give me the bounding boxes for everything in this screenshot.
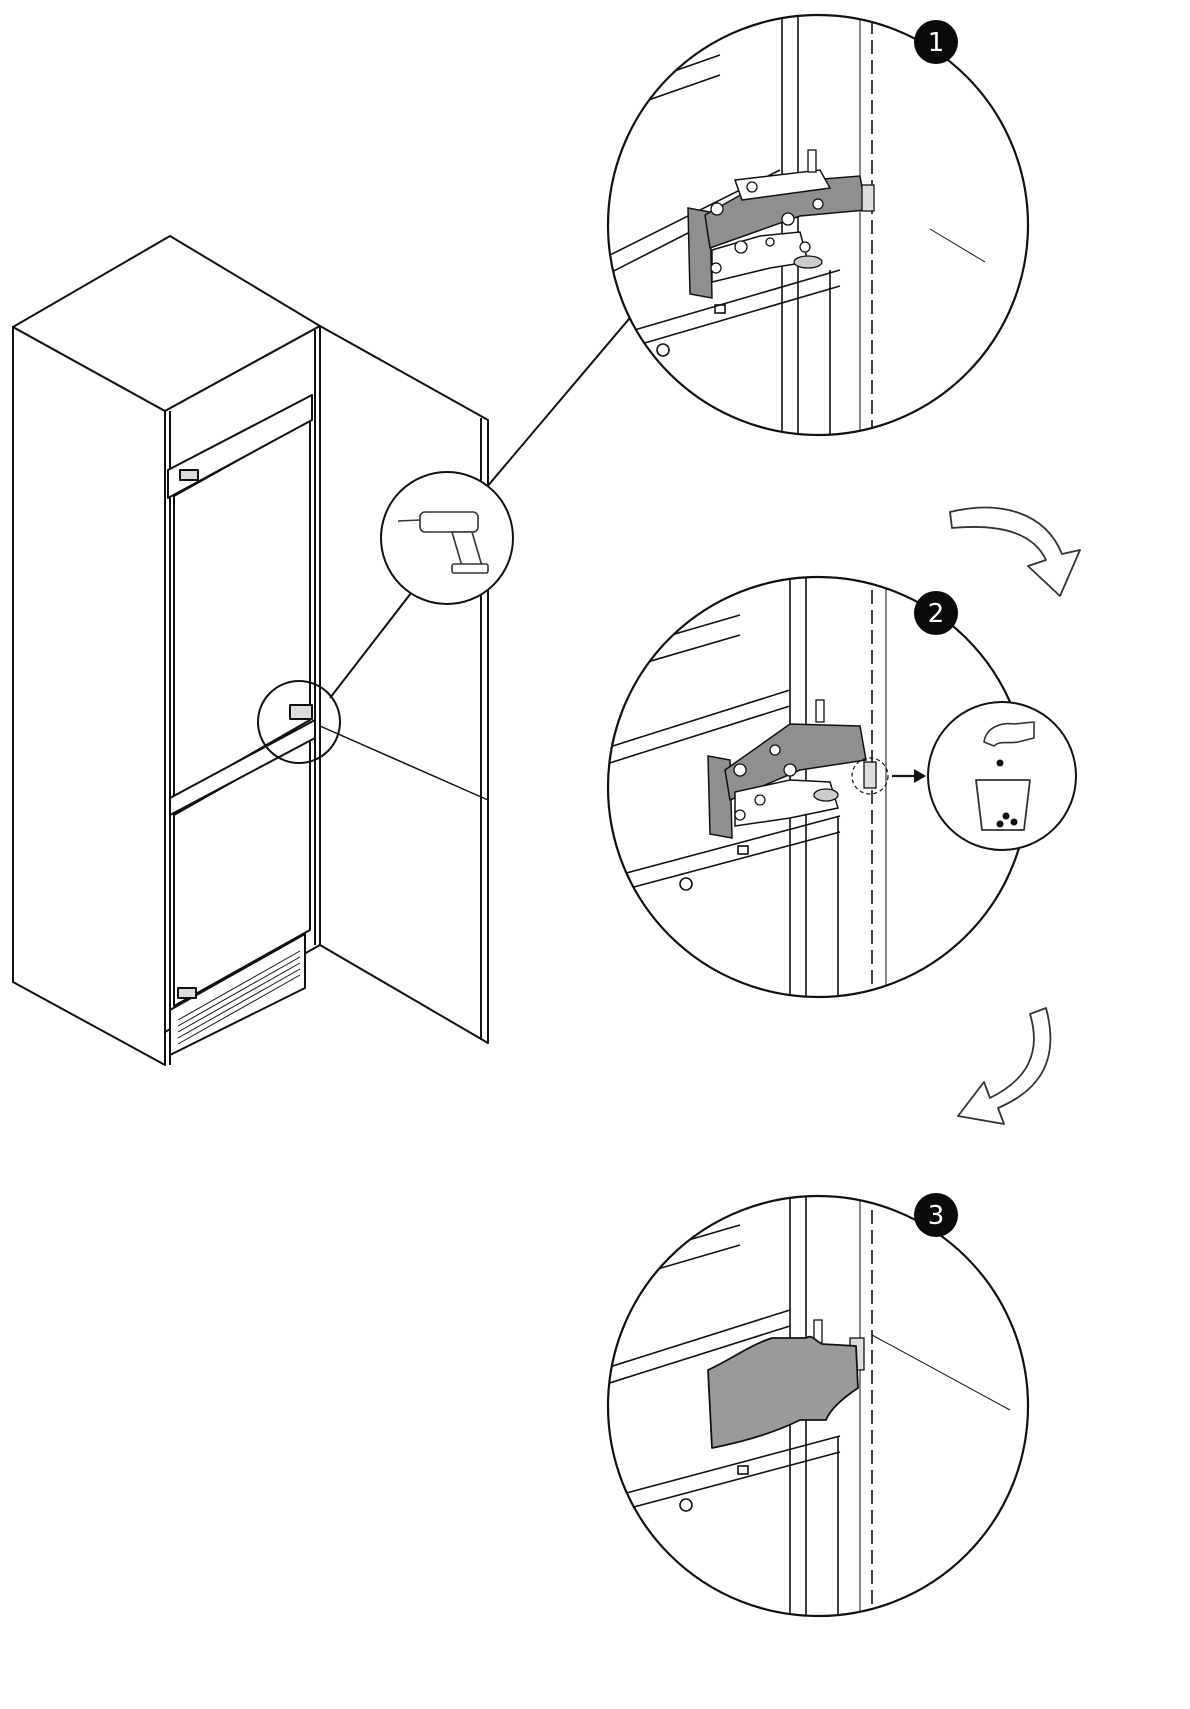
callout-leader-lower [485, 299, 646, 489]
step-2-detail: 2 [606, 575, 1030, 999]
step-3-badge: 3 [914, 1193, 958, 1237]
callout-leader-upper [329, 583, 419, 699]
power-drill-icon [397, 511, 489, 574]
step-3-detail: 3 [606, 1193, 1030, 1618]
hinge-bracket-step-2 [707, 699, 889, 839]
svg-text:1: 1 [928, 28, 945, 58]
step-1-detail: 1 [606, 13, 1030, 437]
cabinet-left-side [12, 326, 166, 1066]
hinge-cover-step-3 [707, 1319, 865, 1449]
plinth-vent [169, 933, 306, 1056]
svg-text:2: 2 [928, 599, 945, 629]
dispose-pointer-arrow [892, 769, 926, 783]
dispose-inset [927, 701, 1077, 851]
cabinet-open-door [319, 325, 489, 1044]
step-1-badge: 1 [914, 20, 958, 64]
sequence-arrow-2-to-3 [957, 1007, 1052, 1125]
hand-drop-into-bin-icon [975, 721, 1035, 831]
cabinet-illustration [12, 235, 489, 1066]
step-2-badge: 2 [914, 591, 958, 635]
sequence-arrow-1-to-2 [949, 506, 1081, 597]
svg-text:3: 3 [928, 1201, 945, 1231]
hinge-bracket-step-1 [687, 149, 875, 299]
hinge-detail-callout [257, 680, 341, 764]
tool-callout [380, 471, 514, 605]
